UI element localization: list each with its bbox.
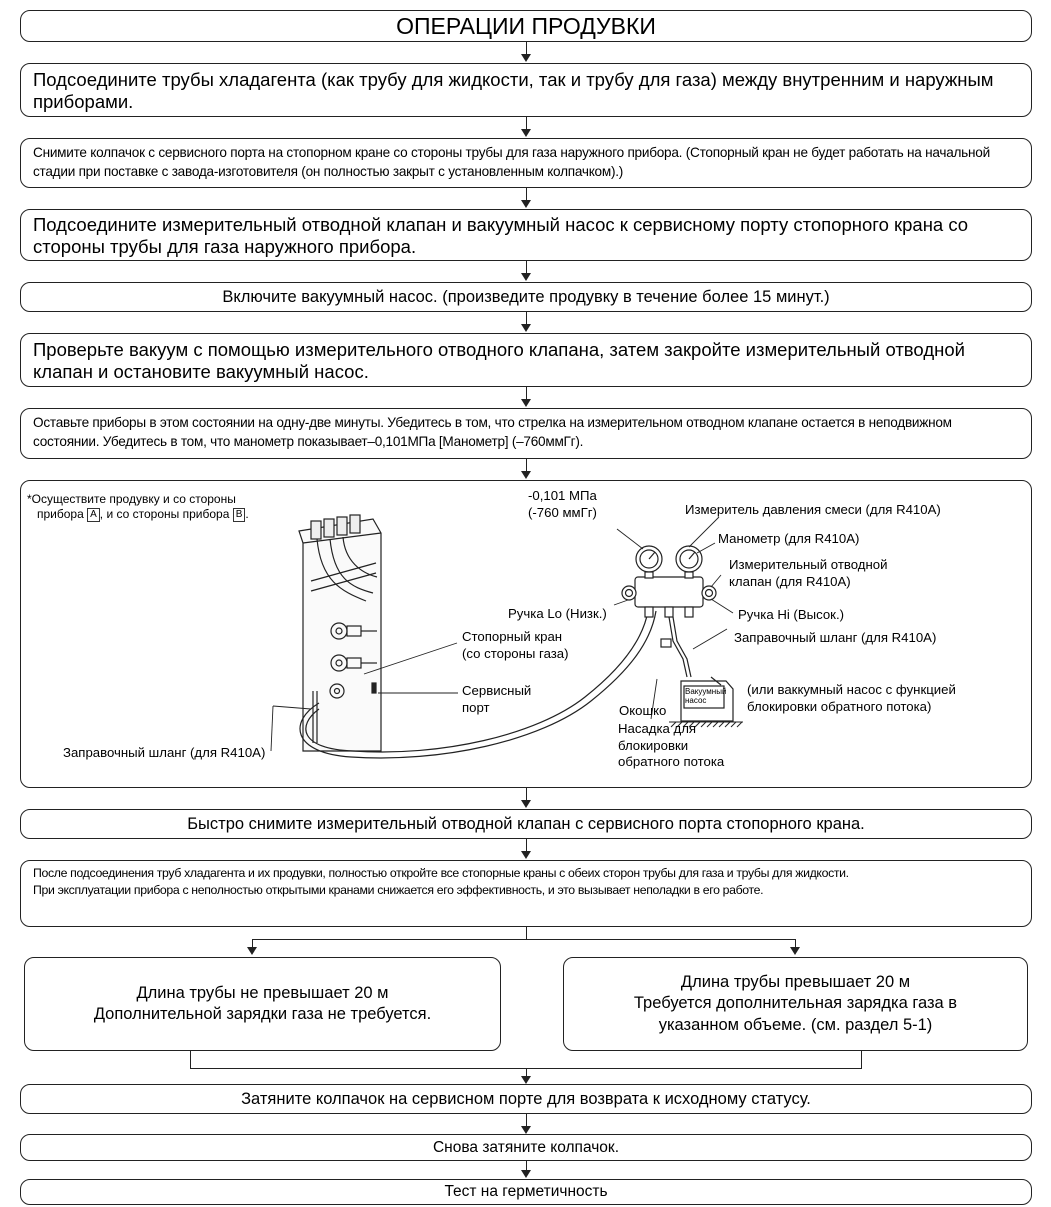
arrow-down-icon xyxy=(521,54,531,62)
step-tighten-cap: Затяните колпачок на сервисном порте для… xyxy=(20,1084,1032,1114)
connector xyxy=(526,387,528,399)
purge-diagram-illustration xyxy=(270,514,743,759)
arrow-down-icon xyxy=(521,273,531,281)
charge-hose-right-label: Заправочный шланг (для R410A) xyxy=(734,630,937,645)
connector xyxy=(526,1161,528,1171)
outdoor-unit-icon xyxy=(298,514,382,752)
step-remove-manifold: Быстро снимите измерительный отводной кл… xyxy=(20,809,1032,839)
step-retighten-cap: Снова затяните колпачок. xyxy=(20,1134,1032,1161)
stop-valve-label: Стопорный кран (со стороны газа) xyxy=(462,629,569,661)
title-text: ОПЕРАЦИИ ПРОДУВКИ xyxy=(396,12,656,39)
arrow-down-icon xyxy=(521,800,531,808)
step-connect-manifold: Подсоедините измерительный отводной клап… xyxy=(20,209,1032,261)
ground-hatch-icon xyxy=(669,721,743,728)
connector xyxy=(526,188,528,200)
compound-gauge-label: Измеритель давления смеси (для R410A) xyxy=(685,502,941,517)
arrow-down-icon xyxy=(521,399,531,407)
manifold-gauge-icon xyxy=(621,545,717,618)
pump-alt-label: (или ваккумный насос с функцией блокиров… xyxy=(747,682,956,714)
arrow-down-icon xyxy=(521,324,531,332)
connector xyxy=(526,788,528,800)
vacuum-pump-icon xyxy=(680,676,734,722)
arrow-down-icon xyxy=(790,947,800,955)
connector xyxy=(526,459,528,471)
connector xyxy=(526,1114,528,1126)
connector xyxy=(526,1068,528,1076)
unit-b-badge: B xyxy=(232,508,246,522)
connector xyxy=(861,1051,863,1068)
step-check-vacuum: Проверьте вакуум с помощью измерительног… xyxy=(20,333,1032,387)
connector xyxy=(190,1051,192,1068)
step-wait-check: Оставьте приборы в этом состоянии на одн… xyxy=(20,408,1032,459)
step-remove-cap: Снимите колпачок с сервисного порта на с… xyxy=(20,138,1032,188)
connector xyxy=(526,312,528,324)
branch-long-pipe: Длина трубы превышает 20 м Требуется доп… xyxy=(563,957,1028,1051)
arrow-down-icon xyxy=(247,947,257,955)
manifold-label: Измерительный отводной клапан (для R410A… xyxy=(729,557,888,589)
branch-short-pipe: Длина трубы не превышает 20 м Дополнител… xyxy=(24,957,501,1051)
connector xyxy=(526,42,528,54)
arrow-down-icon xyxy=(521,1126,531,1134)
purge-note: *Осуществите продувку и со стороны прибо… xyxy=(27,492,249,522)
connector xyxy=(526,117,528,129)
step-open-valves: После подсоединения труб хладагента и их… xyxy=(20,860,1032,927)
unit-a-badge: A xyxy=(87,508,100,522)
connector xyxy=(795,939,797,947)
arrow-down-icon xyxy=(521,1076,531,1084)
handle-lo-label: Ручка Lo (Низк.) xyxy=(508,606,607,621)
arrow-down-icon xyxy=(521,471,531,479)
charge-hose-icon xyxy=(299,610,657,759)
service-port-label: Сервисный порт xyxy=(462,683,532,715)
connector xyxy=(526,839,528,851)
adapter-label: Насадка для блокировки обратного потока xyxy=(618,721,725,769)
charge-hose-left-label: Заправочный шланг (для R410A) xyxy=(63,745,266,760)
handle-hi-label: Ручка Hi (Высок.) xyxy=(738,607,845,622)
manometer-label: Манометр (для R410A) xyxy=(718,531,860,546)
pressure-label: -0,101 МПа (-760 ммГг) xyxy=(528,488,597,520)
pump-label: Вакуумный насос xyxy=(685,687,727,705)
connector xyxy=(526,927,528,939)
step-connect-pipes: Подсоедините трубы хладагента (как трубу… xyxy=(20,63,1032,117)
arrow-down-icon xyxy=(521,851,531,859)
flowchart-title: ОПЕРАЦИИ ПРОДУВКИ xyxy=(20,10,1032,42)
arrow-down-icon xyxy=(521,200,531,208)
arrow-down-icon xyxy=(521,129,531,137)
step-leak-test: Тест на герметичность xyxy=(20,1179,1032,1205)
connector xyxy=(252,939,254,947)
arrow-down-icon xyxy=(521,1170,531,1178)
window-label: Окошко xyxy=(619,703,667,718)
purge-diagram: *Осуществите продувку и со стороны прибо… xyxy=(20,480,1032,788)
step-start-pump: Включите вакуумный насос. (произведите п… xyxy=(20,282,1032,312)
connector xyxy=(526,261,528,273)
branch-line xyxy=(252,939,796,941)
